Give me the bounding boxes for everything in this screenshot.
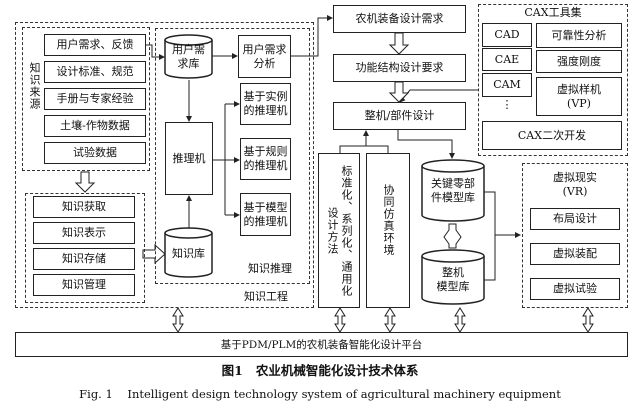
source-item-expert-experience[interactable]: 手册与专家经验 [44, 88, 146, 110]
management-item-storage[interactable]: 知识存储 [33, 248, 135, 270]
knowledge-source-group [22, 27, 150, 171]
vr-layout-design[interactable]: 布局设计 [530, 208, 620, 230]
vr-virtual-assembly[interactable]: 虚拟装配 [530, 243, 620, 265]
management-item-acquisition[interactable]: 知识获取 [33, 196, 135, 218]
cax-cam[interactable]: CAM [482, 73, 532, 97]
source-item-test-data[interactable]: 试验数据 [44, 142, 146, 164]
reliability-analysis[interactable]: 可靠性分析 [536, 23, 622, 48]
knowledge-source-label: 知识来源 [28, 62, 41, 110]
knowledge-management-group [25, 193, 145, 303]
cosimulation-environment[interactable]: 协同仿真环境 [366, 153, 410, 308]
hollow-arrow-source-to-management [74, 171, 96, 193]
cax-cad[interactable]: CAD [482, 23, 532, 47]
cax-more-ellipsis: ⋮ [501, 98, 513, 111]
cax-secondary-development[interactable]: CAX二次开发 [482, 121, 622, 150]
key-parts-model-db[interactable]: 关键零部件模型库 [431, 177, 475, 204]
cax-cae[interactable]: CAE [482, 48, 532, 71]
user-req-db[interactable]: 用户需 求库 [172, 43, 205, 70]
design-requirement[interactable]: 农机装备设计需求 [333, 5, 466, 33]
management-item-representation[interactable]: 知识表示 [33, 222, 135, 244]
knowledge-engineering-group [15, 22, 314, 308]
vr-title: 虚拟现实 (VR) [553, 171, 597, 198]
vr-virtual-test[interactable]: 虚拟试验 [530, 278, 620, 300]
model-based-engine[interactable]: 基于模型 的推理机 [240, 193, 291, 236]
arrow-cax-to-design [399, 89, 478, 103]
rule-based-engine[interactable]: 基于规则 的推理机 [240, 138, 291, 180]
hollow-arrow-function-to-design [388, 81, 410, 103]
arrow-columns-to-design [339, 131, 389, 153]
inference-engine[interactable]: 推理机 [165, 122, 213, 195]
user-req-analysis[interactable]: 用户需求 分析 [238, 35, 291, 78]
virtual-prototype[interactable]: 虚拟样机 (VP) [536, 77, 622, 116]
key-parts-db-cylinder [421, 159, 485, 222]
knowledge-db-cylinder [164, 227, 213, 278]
case-based-engine[interactable]: 基于实例 的推理机 [240, 83, 291, 125]
arrow-design-to-parts [397, 130, 455, 159]
management-item-management[interactable]: 知识管理 [33, 274, 135, 296]
machine-db-cylinder [421, 249, 485, 305]
source-item-soil-crop-data[interactable]: 土壤-作物数据 [44, 115, 146, 137]
double-arrow-parts-machine [443, 223, 462, 249]
knowledge-reasoning-group [155, 28, 310, 284]
knowledge-reasoning-label: 知识推理 [248, 262, 292, 275]
hollow-arrow-req-to-function [388, 32, 410, 55]
machine-model-db[interactable]: 整机 模型库 [436, 266, 470, 293]
source-item-standards[interactable]: 设计标准、规范 [44, 61, 146, 83]
user-req-db-cylinder [164, 34, 213, 79]
strength-stiffness[interactable]: 强度刚度 [536, 50, 622, 73]
caption-chinese: 图1 农业机械智能化设计技术体系 [221, 363, 419, 378]
cax-title: CAX工具集 [524, 6, 582, 19]
cax-toolset-group [478, 4, 628, 156]
source-item-user-feedback[interactable]: 用户需求、反馈 [44, 34, 146, 56]
knowledge-engineering-label: 知识工程 [244, 290, 288, 303]
platform-double-arrows [172, 307, 594, 333]
function-structure-requirement[interactable]: 功能结构设计要求 [333, 54, 466, 82]
vr-group [522, 163, 628, 308]
pdm-plm-platform[interactable]: 基于PDM/PLM的农机装备智能化设计平台 [15, 332, 628, 357]
knowledge-db[interactable]: 知识库 [172, 247, 205, 260]
whole-part-design[interactable]: 整机/部件设计 [333, 102, 466, 130]
caption-english: Fig. 1 Intelligent design technology sys… [79, 387, 561, 401]
arrow-analysis-to-requirement [290, 15, 333, 57]
standardization-method[interactable]: 标准化、系列化、通用化设计方法 [318, 153, 360, 308]
arrow-db-to-vr [484, 191, 520, 281]
